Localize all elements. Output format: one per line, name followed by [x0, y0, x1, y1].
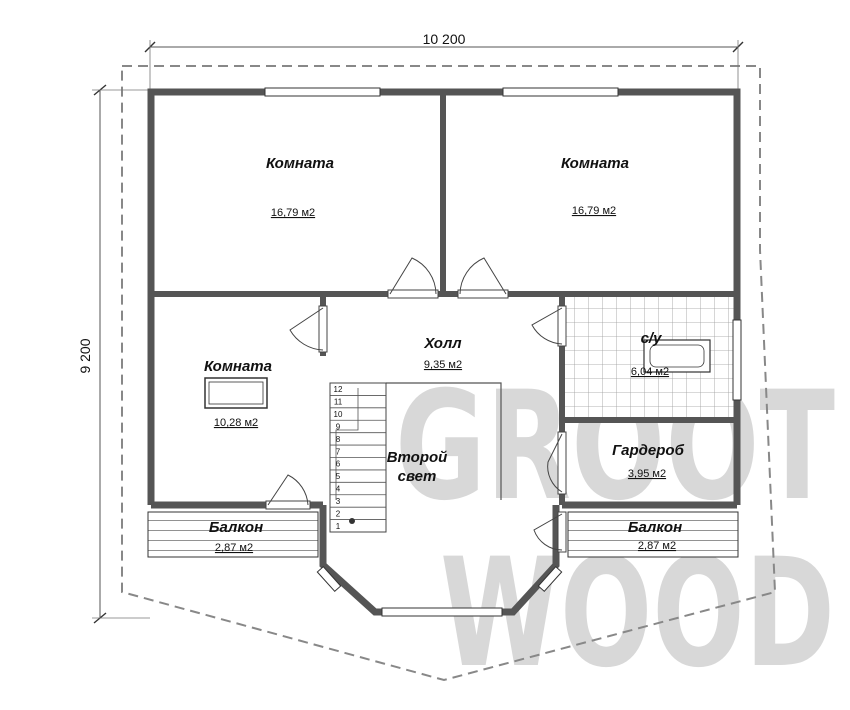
stair-step-number: 4 — [336, 485, 341, 494]
room-nw-name: Комната — [266, 155, 334, 172]
staircase: 12 11 10 9 8 7 6 5 4 3 2 1 — [329, 382, 387, 533]
balcony-w-deck — [147, 511, 319, 558]
room-nw-area: 16,79 м2 — [271, 207, 315, 219]
balcony-w-area: 2,87 м2 — [215, 542, 253, 554]
balcony-e-area: 2,87 м2 — [638, 540, 676, 552]
hall-name: Холл — [423, 335, 462, 352]
width-label: 10 200 — [423, 31, 466, 47]
roof-outline — [121, 65, 777, 682]
wardrobe-area: 3,95 м2 — [628, 468, 666, 480]
interior-walls — [151, 92, 737, 505]
stair-opening — [386, 382, 502, 500]
balcony-e-name: Балкон — [628, 519, 682, 536]
bathtub — [643, 339, 711, 373]
room-w-area: 10,28 м2 — [214, 417, 258, 429]
second-light-line1: Второй — [387, 449, 448, 466]
room-w-name: Комната — [204, 358, 272, 375]
stair-step-number: 1 — [336, 522, 341, 531]
width-dimension: 10 200 — [144, 31, 744, 92]
stair-step-number: 11 — [334, 398, 343, 407]
room-ne-name: Комната — [561, 155, 629, 172]
second-light-line2: свет — [398, 468, 437, 485]
height-label: 9 200 — [77, 338, 93, 373]
bathroom-area: 6,04 м2 — [631, 366, 669, 378]
room-ne-area: 16,79 м2 — [572, 205, 616, 217]
stair-step-number: 3 — [336, 497, 341, 506]
wardrobe-name: Гардероб — [612, 442, 684, 459]
hall-area: 9,35 м2 — [424, 359, 462, 371]
height-dimension: 9 200 — [77, 84, 150, 624]
stair-step-number: 5 — [336, 472, 341, 481]
windows — [264, 87, 742, 617]
bathroom-name: с/у — [641, 330, 663, 347]
stair-step-number: 7 — [336, 447, 341, 456]
stair-step-number: 12 — [334, 385, 343, 394]
balcony-e-deck — [567, 511, 739, 558]
stair-step-number: 8 — [336, 435, 341, 444]
stair-step-number: 6 — [336, 460, 341, 469]
stair-step-number: 10 — [334, 410, 343, 419]
stair-start-dot — [349, 518, 355, 524]
stair-step-number: 2 — [336, 509, 341, 518]
doors — [265, 257, 567, 553]
balcony-w-name: Балкон — [209, 519, 263, 536]
stair-step-number: 9 — [336, 422, 341, 431]
bed-west — [204, 377, 268, 409]
